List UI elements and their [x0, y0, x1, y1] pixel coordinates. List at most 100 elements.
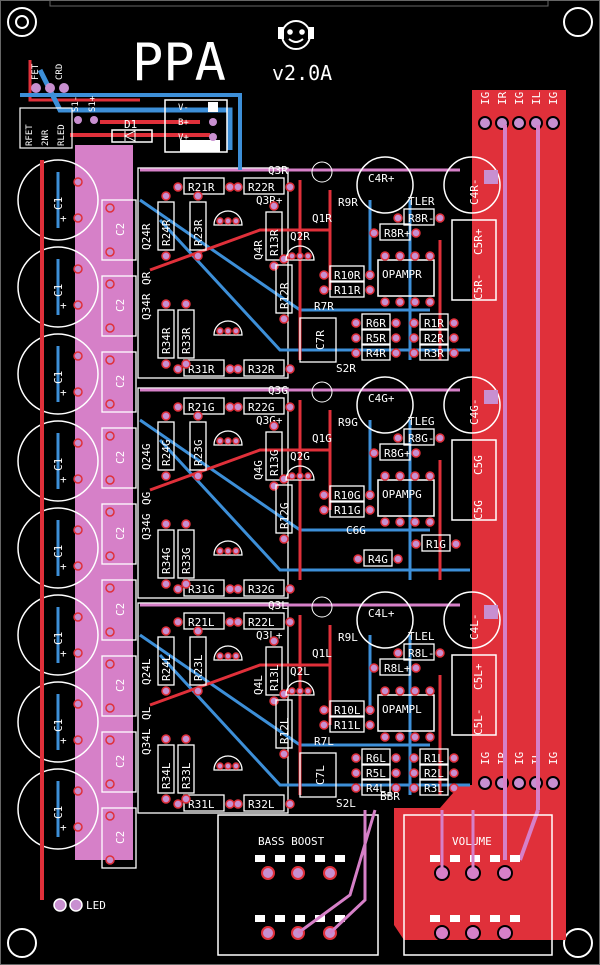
pad — [233, 182, 243, 192]
pad — [161, 299, 171, 309]
pad — [105, 551, 115, 561]
pad — [411, 539, 421, 549]
pad — [449, 333, 459, 343]
pad — [105, 399, 115, 409]
q1-label: Q1G — [312, 432, 332, 445]
r8p-label: R8L+ — [384, 662, 411, 675]
io-label: IL — [530, 91, 543, 105]
pad — [395, 686, 405, 696]
pad — [232, 437, 240, 445]
pad — [105, 507, 115, 517]
pad — [73, 525, 83, 535]
pad — [380, 251, 390, 261]
q5-body — [213, 540, 243, 556]
q34-label: Q34L — [140, 728, 153, 755]
pad — [409, 753, 419, 763]
r12-label: R12L — [278, 717, 291, 744]
pad — [181, 579, 191, 589]
pad — [105, 583, 115, 593]
pad — [393, 213, 403, 223]
r32-label: R32L — [248, 798, 275, 811]
pad — [393, 554, 403, 564]
pad — [395, 251, 405, 261]
r13: R13L — [265, 636, 283, 706]
pad — [173, 182, 183, 192]
r34-label: R34R — [160, 327, 173, 354]
pad — [391, 318, 401, 328]
r24-label: R24R — [160, 219, 173, 246]
pad — [279, 749, 289, 759]
pad — [161, 519, 171, 529]
pad — [181, 734, 191, 744]
pad — [410, 517, 420, 527]
r24: R24G — [157, 411, 175, 481]
pad — [173, 584, 183, 594]
c1-label: C1 — [52, 632, 65, 645]
r8p: R8L+ — [369, 658, 421, 676]
pad — [161, 191, 171, 201]
r4-label: R4L — [366, 782, 386, 795]
r11: R11L — [319, 715, 375, 733]
pad — [193, 471, 203, 481]
qo-label: QG — [140, 492, 153, 505]
pad — [73, 177, 83, 187]
pad — [232, 762, 240, 770]
r8p-label: R8G+ — [384, 447, 411, 460]
pad — [73, 300, 83, 310]
r2-label: R2L — [424, 767, 444, 780]
pad — [173, 799, 183, 809]
q24-label: Q24G — [140, 444, 153, 471]
r31: R31G — [173, 579, 235, 597]
q1-label: Q1R — [312, 212, 332, 225]
pad — [285, 617, 295, 627]
pad — [269, 481, 279, 491]
pad — [319, 490, 329, 500]
r13-label: R13L — [268, 664, 281, 691]
q4-body — [213, 430, 243, 446]
pad — [391, 348, 401, 358]
pad — [395, 517, 405, 527]
pad — [161, 579, 171, 589]
pad — [369, 663, 379, 673]
c5p-label: C5R+ — [472, 228, 485, 255]
v-minus-label: V- — [178, 103, 189, 113]
r13: R13G — [265, 421, 283, 491]
q1-label: Q1L — [312, 647, 332, 660]
r8m: R8L- — [393, 643, 445, 661]
led-footprint: LED — [53, 898, 106, 912]
r24: R24R — [157, 191, 175, 261]
r23: R23G — [189, 411, 207, 481]
pad — [351, 333, 361, 343]
r9-label: R9R — [338, 196, 358, 209]
r34: R34G — [157, 519, 175, 589]
tle-label: TLER — [408, 195, 435, 208]
r24-label: R24G — [160, 440, 173, 467]
r22: R22L — [233, 612, 295, 630]
q3-label: Q3R — [268, 164, 288, 177]
r11: R11G — [319, 500, 375, 518]
pad — [193, 251, 203, 261]
r32-label: R32R — [248, 363, 275, 376]
r12: R12L — [275, 689, 293, 759]
q2-label: Q2G — [290, 450, 310, 463]
c5p-label: C5G — [472, 455, 485, 475]
q2-body — [285, 465, 315, 481]
pad — [365, 285, 375, 295]
r7-label: R7L — [314, 735, 334, 748]
c1-label: C1 — [52, 545, 65, 558]
pad — [365, 720, 375, 730]
c7-label: C7R — [314, 330, 327, 350]
bass-boost-label: BASS BOOST — [258, 835, 325, 848]
r32: R32R — [233, 359, 295, 377]
r24-label: R24L — [160, 654, 173, 681]
pad — [105, 475, 115, 485]
c5m-label: C5G — [472, 500, 485, 520]
pad — [409, 348, 419, 358]
pad — [380, 732, 390, 742]
pad — [410, 251, 420, 261]
